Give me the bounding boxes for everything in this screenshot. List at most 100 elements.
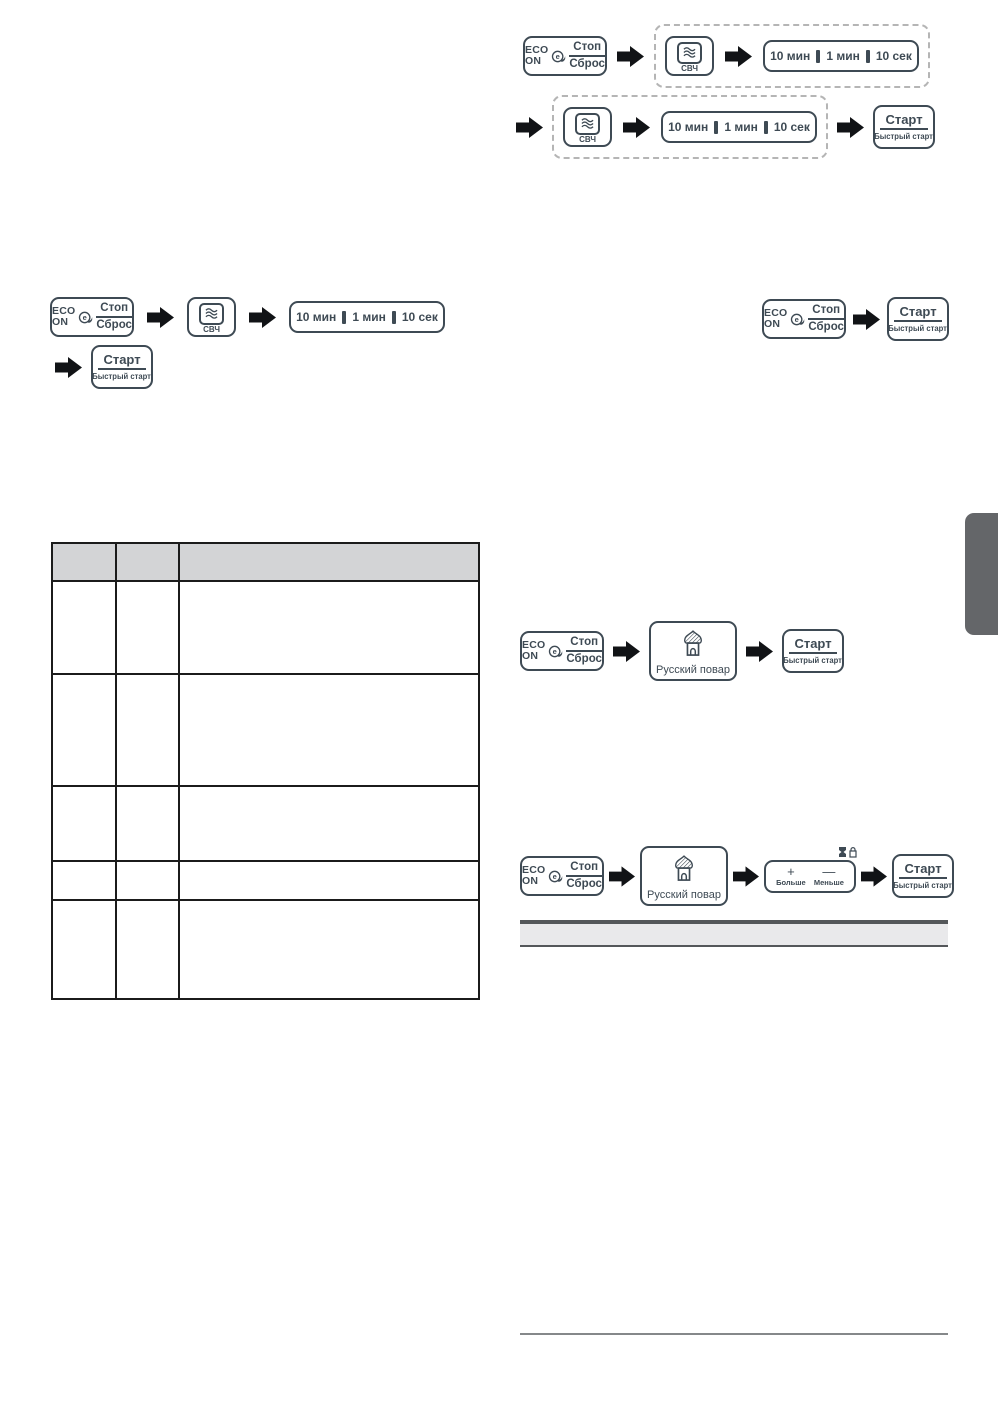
table-cell	[178, 860, 480, 901]
time-buttons: 10 мин 1 мин 10 сек	[763, 40, 919, 72]
svg-text:e: e	[795, 315, 799, 324]
separator	[714, 120, 719, 134]
table-cell	[115, 899, 180, 1000]
eco-e-leaf-icon: e	[790, 312, 805, 327]
svg-text:e: e	[83, 313, 87, 322]
table-cell	[178, 580, 480, 675]
table-cell	[51, 673, 117, 787]
microwave-button: СВЧ	[665, 36, 714, 76]
start-button: Старт Быстрый старт	[91, 345, 153, 389]
svg-text:e: e	[553, 872, 557, 881]
start-button: Старт Быстрый старт	[873, 105, 935, 149]
table-cell	[51, 899, 117, 1000]
portion-size-icons	[838, 846, 857, 858]
stop-reset-label: Стоп Сброс	[566, 860, 602, 890]
table-cell	[51, 785, 117, 862]
spec-table	[51, 542, 480, 1000]
russian-chef-button: Русский повар	[649, 621, 737, 681]
sequence-microwave-top-row1: ECO ON e Стоп Сброс СВЧ	[523, 24, 930, 88]
eco-e-leaf-icon: e	[548, 869, 563, 884]
time-buttons: 10 мин 1 мин 10 сек	[289, 301, 445, 333]
more-less-button: + Больше — Меньше	[764, 859, 856, 893]
table-cell	[178, 785, 480, 862]
table-row	[51, 899, 480, 1000]
weight-icon	[839, 846, 846, 857]
stop-reset-label: Стоп Сброс	[96, 301, 132, 331]
separator	[342, 310, 347, 324]
arrow-right-icon	[861, 865, 887, 887]
sequence-microwave-left-row1: ECO ON e Стоп Сброс СВЧ 10 мин	[50, 297, 445, 337]
footer-divider	[520, 1333, 948, 1335]
table-row	[51, 580, 480, 675]
sequence-eco-start: ECO ON e Стоп Сброс Старт Быстрый старт	[762, 297, 949, 341]
table-row	[51, 785, 480, 862]
sequence-russian-chef-portion: ECO ON e Стоп Сброс Русский повар	[520, 845, 954, 907]
microwave-button: СВЧ	[563, 107, 612, 147]
table-cell	[115, 785, 180, 862]
eco-stop-reset-button: ECO ON e Стоп Сброс	[520, 631, 604, 671]
arrow-right-icon	[609, 865, 635, 887]
divider	[789, 652, 837, 655]
arrow-right-icon	[623, 116, 650, 138]
more-less-group: + Больше — Меньше	[764, 846, 857, 893]
table-row	[51, 673, 480, 787]
microwave-button: СВЧ	[187, 297, 236, 337]
table-cell	[115, 580, 180, 675]
russian-izba-icon	[681, 630, 705, 663]
eco-stop-reset-button: ECO ON e Стоп Сброс	[50, 297, 134, 337]
eco-on-label: ECO ON	[764, 306, 788, 330]
eco-on-label: ECO ON	[52, 304, 76, 328]
microwave-waves-icon	[199, 302, 224, 325]
eco-stop-reset-button: ECO ON e Стоп Сброс	[523, 36, 607, 76]
separator	[816, 49, 821, 63]
arrow-right-icon	[725, 45, 752, 67]
stop-reset-label: Стоп Сброс	[808, 303, 844, 333]
divider	[98, 368, 146, 371]
sequence-russian-chef: ECO ON e Стоп Сброс Русский повар Старт	[520, 620, 844, 682]
dashed-group: СВЧ 10 мин 1 мин 10 сек	[552, 95, 828, 159]
arrow-right-icon	[853, 308, 880, 330]
separator	[763, 120, 768, 134]
arrow-right-icon	[55, 356, 82, 378]
arrow-right-icon	[516, 116, 543, 138]
divider	[899, 877, 947, 880]
table-cell	[115, 860, 180, 901]
lock-icon	[849, 846, 857, 858]
start-button: Старт Быстрый старт	[887, 297, 949, 341]
dashed-group: СВЧ 10 мин 1 мин 10 сек	[654, 24, 930, 88]
time-buttons: 10 мин 1 мин 10 сек	[661, 111, 817, 143]
table-header-cell	[115, 542, 180, 582]
svg-text:e: e	[556, 52, 560, 61]
sequence-microwave-top-row2: СВЧ 10 мин 1 мин 10 сек Старт Быстрый ст…	[516, 95, 935, 159]
plus-icon: +	[787, 864, 795, 880]
table-header-cell	[178, 542, 480, 582]
eco-on-label: ECO ON	[522, 638, 546, 662]
arrow-right-icon	[613, 640, 640, 662]
start-button: Старт Быстрый старт	[782, 629, 844, 673]
divider	[880, 128, 928, 131]
eco-stop-reset-button: ECO ON e Стоп Сброс	[520, 856, 604, 896]
section-header-bar	[520, 920, 948, 947]
svg-text:e: e	[553, 647, 557, 656]
microwave-waves-icon	[677, 41, 702, 64]
eco-on-label: ECO ON	[525, 43, 549, 67]
eco-e-leaf-icon: e	[551, 49, 566, 64]
arrow-right-icon	[617, 45, 644, 67]
arrow-right-icon	[147, 306, 174, 328]
divider	[894, 320, 942, 323]
stop-reset-label: Стоп Сброс	[569, 40, 605, 70]
minus-icon: —	[822, 864, 836, 880]
table-header-cell	[51, 542, 117, 582]
arrow-right-icon	[746, 640, 773, 662]
arrow-right-icon	[249, 306, 276, 328]
page-side-tab	[965, 513, 998, 635]
eco-e-leaf-icon: e	[548, 644, 563, 659]
more-control: + Больше	[776, 864, 806, 888]
eco-e-leaf-icon: e	[78, 310, 93, 325]
table-cell	[178, 673, 480, 787]
arrow-right-icon	[733, 865, 759, 887]
table-cell	[51, 860, 117, 901]
eco-stop-reset-button: ECO ON e Стоп Сброс	[762, 299, 846, 339]
eco-on-label: ECO ON	[522, 863, 546, 887]
